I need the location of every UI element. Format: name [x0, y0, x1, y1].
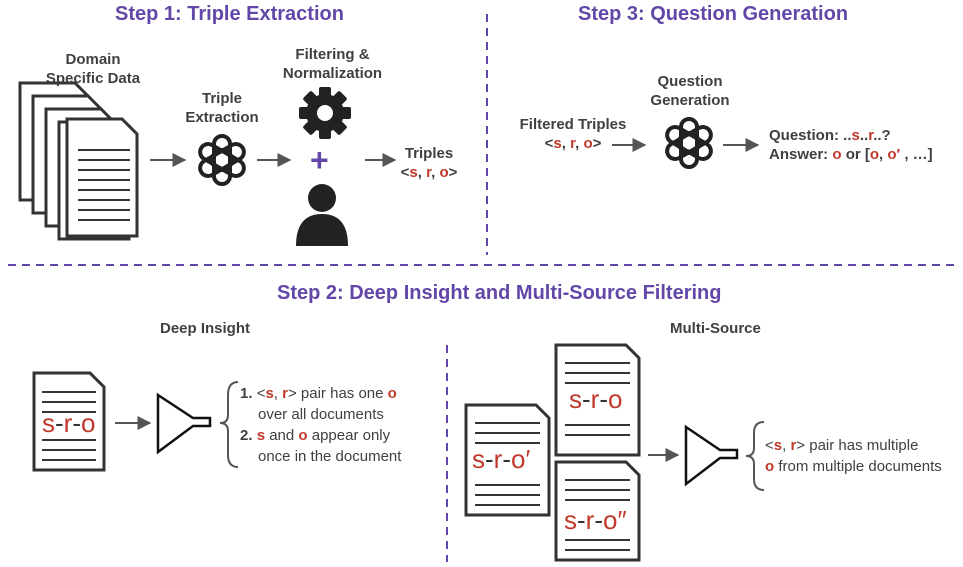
left-brace — [219, 381, 239, 468]
gear-icon — [299, 87, 351, 139]
multi-source-rule: <s, r> pair has multiple o from multiple… — [765, 437, 942, 475]
multi-source-label: Multi-Source — [670, 320, 761, 337]
llm-knot-icon — [198, 134, 246, 186]
filtering-label: Filtering &Normalization — [282, 46, 383, 82]
doc-triple-text: s-r-o — [569, 384, 623, 414]
document-icon — [464, 403, 551, 517]
document-icon — [554, 460, 641, 562]
filter-funnel-icon — [684, 424, 739, 487]
left-brace — [745, 421, 765, 491]
person-icon — [296, 184, 348, 246]
step2-title: Step 2: Deep Insight and Multi-Source Fi… — [277, 282, 722, 304]
filtered-triples-label: Filtered Triples <s, r, o> — [519, 116, 627, 152]
doc-triple-text: s-r-o″ — [564, 505, 627, 535]
doc-triple-text: s-r-o — [42, 408, 96, 438]
step3-title: Step 3: Question Generation — [578, 3, 849, 25]
document-icon — [554, 343, 641, 457]
deep-insight-label: Deep Insight — [160, 320, 251, 337]
document-stack-icon — [18, 81, 139, 241]
document-icon — [32, 371, 106, 472]
llm-knot-icon — [665, 117, 713, 169]
step1-title: Step 1: Triple Extraction — [115, 3, 344, 25]
question-answer-text: Question: ..s..r..? Answer: o or [o, o′ … — [769, 127, 933, 163]
doc-triple-text: s-r-o′ — [472, 444, 531, 474]
triples-label: Triples <s, r, o> — [400, 145, 458, 181]
plus-sign: + — [310, 142, 329, 178]
deep-insight-rules: 1. <s, r> pair has one o over all docume… — [240, 385, 402, 465]
filter-funnel-icon — [156, 392, 212, 455]
